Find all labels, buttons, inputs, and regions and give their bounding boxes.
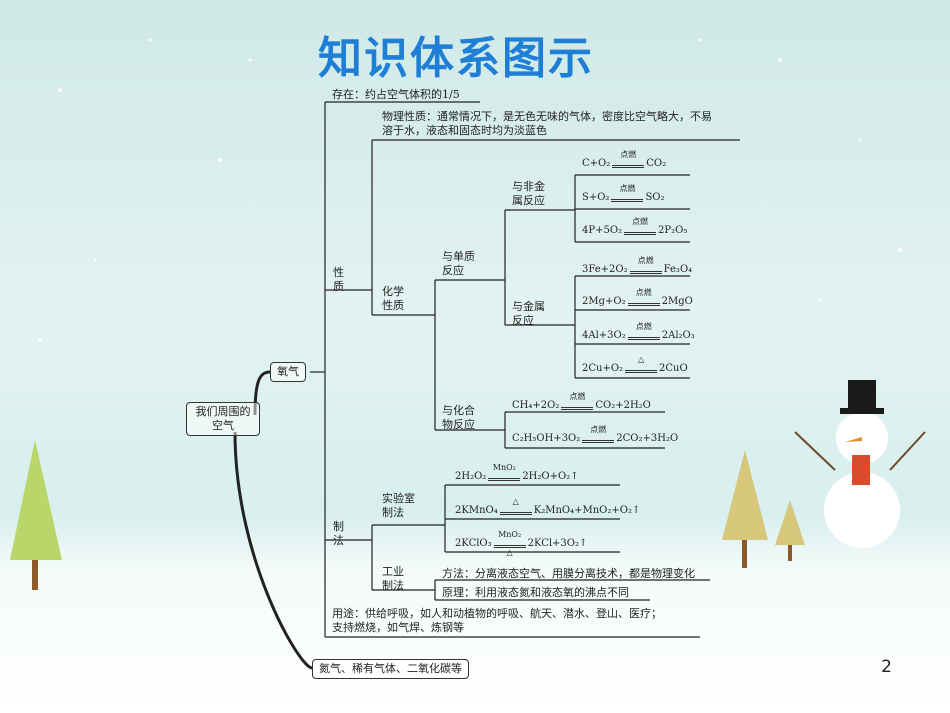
properties-label: 性质 [333,266,344,293]
uses-text: 用途：供给呼吸，如人和动植物的呼吸、航天、潜水、登山、医疗； [332,607,662,620]
with-compound-label: 与化合物反应 [442,404,475,431]
uses-text-2: 支持燃烧，如气焊、炼钢等 [332,621,464,634]
others-node: 氮气、稀有气体、二氧化碳等 [312,659,469,679]
industry-label: 工业制法 [382,565,404,592]
physical-text: 物理性质：通常情况下，是无色无味的气体，密度比空气略大，不易 [382,110,712,123]
with-nonmetal-label: 与非金属反应 [512,180,545,207]
page-number: 2 [881,657,892,677]
eq-kmno4: 2KMnO₄△K₂MnO₄+MnO₂+O₂↑ [455,497,641,516]
lab-label: 实验室制法 [382,492,415,519]
with-metal-label: 与金属反应 [512,300,545,327]
oxygen-node: 氧气 [270,362,306,382]
principle-text: 原理：利用液态氮和液态氧的沸点不同 [442,586,629,599]
root-node: 我们周围的空气 [186,402,260,436]
preparation-label: 制法 [333,520,344,547]
physical-text-2: 溶于水，液态和固态时均为淡蓝色 [382,124,547,137]
eq-copper: 2Cu+O₂△2CuO [582,355,688,374]
page-title: 知识体系图示 [318,33,594,84]
chemical-label: 化学性质 [382,285,404,312]
method-text: 方法：分离液态空气、用膜分离技术，都是物理变化 [442,567,695,580]
with-element-label: 与单质反应 [442,250,475,277]
existence-text: 存在：约占空气体积的1/5 [332,88,460,101]
